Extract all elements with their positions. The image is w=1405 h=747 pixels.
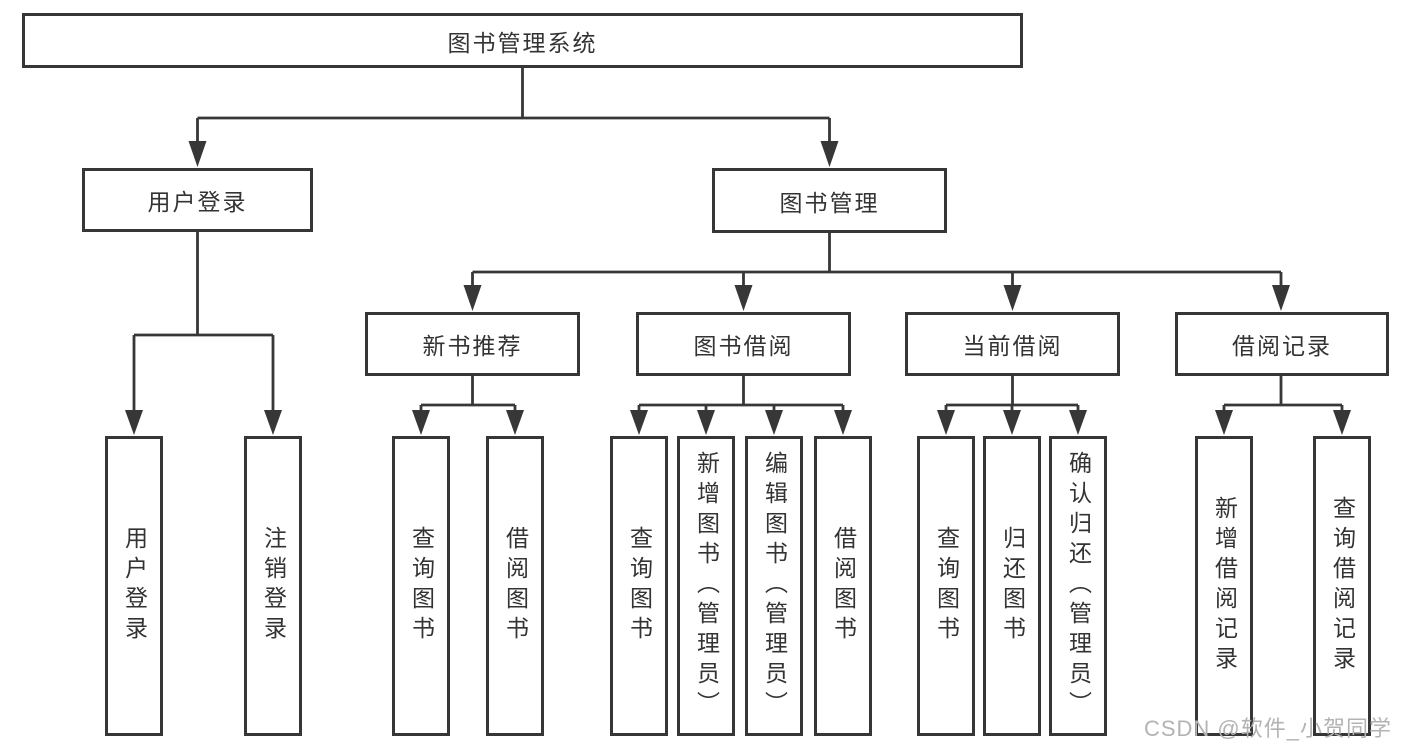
csdn-watermark: CSDN @软件_小贺同学 xyxy=(1143,716,1392,741)
leaf-borrow-books-recommend: 借阅图书 xyxy=(486,436,544,736)
leaf-return-book: 归还图书 xyxy=(983,436,1041,736)
leaf-query-books-current: 查询图书 xyxy=(917,436,975,736)
leaf-borrow-books: 借阅图书 xyxy=(814,436,872,736)
connector-borrow-record xyxy=(1222,376,1344,414)
leaf-query-books-recommend: 查询图书 xyxy=(392,436,450,736)
connector-new-book-recommend xyxy=(419,376,517,414)
node-borrow-record: 借阅记录 xyxy=(1175,312,1389,376)
leaf-add-book-admin: 新增图书（管理员） xyxy=(677,436,735,736)
arrowheads xyxy=(125,141,1351,435)
connector-root xyxy=(196,68,831,145)
leaf-add-borrow-record: 新增借阅记录 xyxy=(1195,436,1253,736)
connector-user-login xyxy=(132,232,275,414)
node-root-system: 图书管理系统 xyxy=(22,13,1023,68)
leaf-query-books-borrow: 查询图书 xyxy=(610,436,668,736)
connector-book-borrow xyxy=(637,376,845,414)
leaf-query-borrow-record: 查询借阅记录 xyxy=(1313,436,1371,736)
leaf-confirm-return-admin: 确认归还（管理员） xyxy=(1049,436,1107,736)
connector-current-borrow xyxy=(944,376,1080,414)
leaf-logout: 注销登录 xyxy=(244,436,302,736)
node-book-borrow: 图书借阅 xyxy=(636,312,851,376)
node-book-management: 图书管理 xyxy=(712,168,947,233)
node-user-login: 用户登录 xyxy=(82,168,313,232)
leaf-user-login: 用户登录 xyxy=(105,436,163,736)
leaf-edit-book-admin: 编辑图书（管理员） xyxy=(745,436,803,736)
node-new-book-recommend: 新书推荐 xyxy=(365,312,580,376)
node-current-borrow: 当前借阅 xyxy=(905,312,1120,376)
connector-book-management xyxy=(471,233,1283,289)
